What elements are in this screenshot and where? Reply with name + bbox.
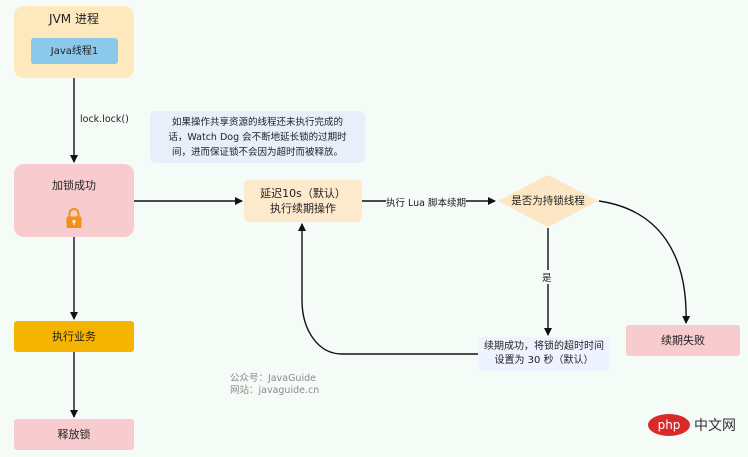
renew-fail-label: 续期失败 bbox=[661, 334, 705, 347]
java-thread-box: Java线程1 bbox=[31, 38, 118, 64]
is-holder-decision: 是否为持锁线程 bbox=[497, 174, 599, 228]
edge-check-to-fail bbox=[598, 200, 691, 324]
note-line-1: 如果操作共享资源的线程还未执行完成的 bbox=[171, 116, 343, 128]
lock-success-label: 加锁成功 bbox=[52, 179, 96, 192]
renew-fail-box: 续期失败 bbox=[626, 325, 740, 356]
edge-renew-ok-to-delay bbox=[298, 223, 478, 355]
php-logo-text: 中文网 bbox=[694, 418, 736, 434]
do-business-label: 执行业务 bbox=[52, 330, 96, 343]
note-line-3: 间，进而保证锁不会因为超时而被释放。 bbox=[171, 146, 343, 158]
note-line-2: 话，Watch Dog 会不断地延长锁的过期时 bbox=[168, 131, 347, 143]
renew-ok-line-2: 设置为 30 秒（默认） bbox=[494, 355, 594, 366]
renew-ok-line-1: 续期成功，将锁的超时时间 bbox=[484, 341, 604, 352]
watermark-line-1: 公众号：JavaGuide bbox=[230, 373, 316, 384]
watermark-line-2: 网站：javaguide.cn bbox=[230, 385, 320, 396]
lock-icon bbox=[66, 208, 82, 228]
release-lock-label: 释放锁 bbox=[57, 428, 91, 441]
lock-call-label: lock.lock() bbox=[80, 114, 129, 125]
jvm-process-label: JVM 进程 bbox=[49, 12, 99, 26]
yes-label: 是 bbox=[542, 270, 552, 284]
watermark: 公众号：JavaGuide 网站：javaguide.cn bbox=[230, 373, 319, 397]
php-logo-oval: php bbox=[648, 414, 690, 436]
delay-line-2: 执行续期操作 bbox=[269, 202, 336, 215]
watchdog-note: 如果操作共享资源的线程还未执行完成的 话，Watch Dog 会不断地延长锁的过… bbox=[150, 111, 365, 163]
exec-lua-label: 执行 Lua 脚本续期 bbox=[386, 195, 467, 209]
lock-success-box: 加锁成功 bbox=[14, 164, 134, 237]
is-holder-label: 是否为持锁线程 bbox=[511, 194, 585, 207]
php-cn-logo: php 中文网 bbox=[648, 414, 736, 436]
delay-renew-box: 延迟10s（默认） 执行续期操作 bbox=[244, 180, 362, 222]
release-lock-box: 释放锁 bbox=[14, 419, 134, 450]
decision-diamond-shape bbox=[498, 175, 598, 227]
renew-success-box: 续期成功，将锁的超时时间 设置为 30 秒（默认） bbox=[478, 337, 610, 371]
delay-line-1: 延迟10s（默认） bbox=[260, 187, 346, 200]
do-business-box: 执行业务 bbox=[14, 321, 134, 352]
java-thread-label: Java线程1 bbox=[50, 45, 99, 57]
